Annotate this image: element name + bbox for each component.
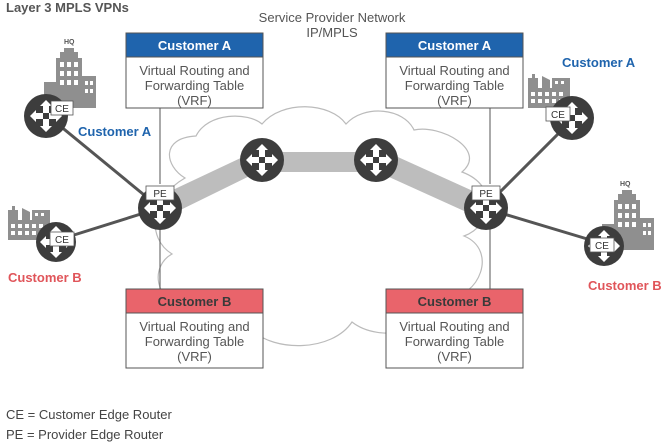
hq-building-icon: HQ xyxy=(44,39,96,108)
vrf-box-customer-b-right: Customer B Virtual Routing and Forwardin… xyxy=(385,288,524,369)
svg-text:Forwarding Table: Forwarding Table xyxy=(145,334,244,349)
svg-text:Forwarding Table: Forwarding Table xyxy=(405,334,504,349)
backbone-link xyxy=(378,148,484,220)
hq-building-icon: HQ xyxy=(602,181,654,250)
svg-text:(VRF): (VRF) xyxy=(177,349,212,364)
vrf-box-customer-a-left: Customer A Virtual Routing and Forwardin… xyxy=(125,32,264,109)
vrf-box-customer-b-left: Customer B Virtual Routing and Forwardin… xyxy=(125,288,264,369)
svg-text:Virtual Routing and: Virtual Routing and xyxy=(139,319,249,334)
vrf-header: Customer B xyxy=(158,294,232,309)
p-router-icon xyxy=(240,138,284,182)
svg-text:Virtual Routing and: Virtual Routing and xyxy=(139,63,249,78)
vrf-box-customer-a-right: Customer A Virtual Routing and Forwardin… xyxy=(385,32,524,109)
ce-router-icon: CE xyxy=(545,96,594,140)
svg-text:Virtual Routing and: Virtual Routing and xyxy=(399,63,509,78)
svg-text:(VRF): (VRF) xyxy=(437,93,472,108)
network-name: Service Provider Network xyxy=(259,10,406,25)
svg-text:(VRF): (VRF) xyxy=(437,349,472,364)
svg-text:Forwarding Table: Forwarding Table xyxy=(405,78,504,93)
p-router-icon xyxy=(354,138,398,182)
svg-text:(VRF): (VRF) xyxy=(177,93,212,108)
backbone-link xyxy=(160,148,262,220)
ce-tag: CE xyxy=(55,104,69,115)
ce-tag: CE xyxy=(55,235,69,246)
ce-router-icon: CE xyxy=(24,94,74,138)
network-protocol: IP/MPLS xyxy=(306,25,358,40)
ce-router-icon: CE xyxy=(36,222,76,262)
pe-tag: PE xyxy=(153,189,167,200)
legend-pe: PE = Provider Edge Router xyxy=(6,427,164,442)
customer-b-label-left: Customer B xyxy=(8,270,82,285)
ce-router-icon: CE xyxy=(584,226,624,266)
ce-tag: CE xyxy=(595,241,609,252)
vrf-header: Customer A xyxy=(418,38,492,53)
legend-ce: CE = Customer Edge Router xyxy=(6,407,172,422)
svg-text:Virtual Routing and: Virtual Routing and xyxy=(399,319,509,334)
customer-a-label-left: Customer A xyxy=(78,124,152,139)
ce-pe-link xyxy=(47,114,161,210)
ce-tag: CE xyxy=(551,110,565,121)
vrf-header: Customer B xyxy=(418,294,492,309)
svg-text:Forwarding Table: Forwarding Table xyxy=(145,78,244,93)
vrf-header: Customer A xyxy=(158,38,232,53)
customer-b-label-right: Customer B xyxy=(588,278,662,293)
backbone-link xyxy=(262,152,378,172)
pe-router-icon: PE xyxy=(138,185,182,230)
svg-text:HQ: HQ xyxy=(620,181,631,188)
svg-text:HQ: HQ xyxy=(64,39,75,46)
pe-router-icon: PE xyxy=(464,185,508,230)
diagram-title: Layer 3 MPLS VPNs xyxy=(6,0,129,15)
pe-tag: PE xyxy=(479,189,493,200)
customer-a-label-right: Customer A xyxy=(562,55,636,70)
